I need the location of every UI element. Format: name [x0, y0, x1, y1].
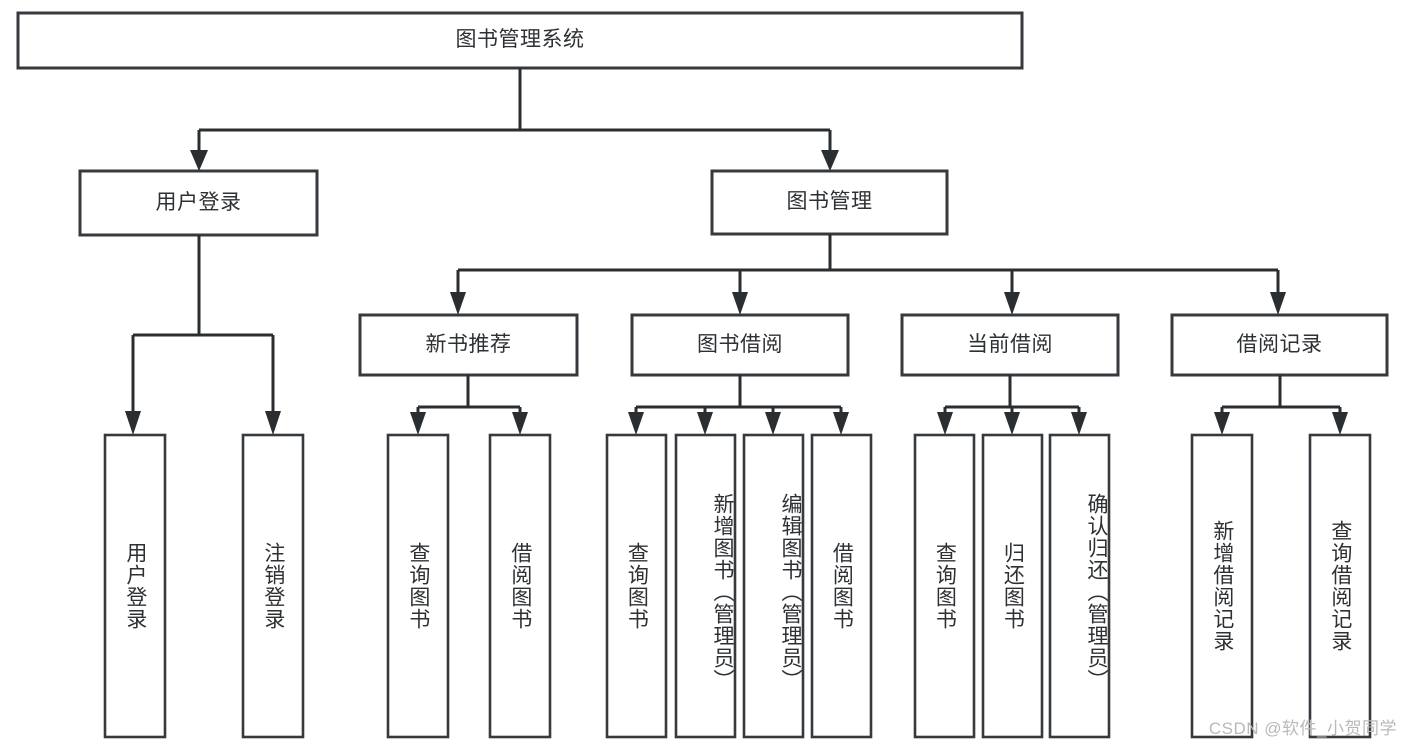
node-box-leaf-query-record[interactable] — [1308, 433, 1372, 739]
node-box-borrow-record[interactable] — [1170, 313, 1389, 377]
arrow-head-borrow-record — [1270, 292, 1286, 315]
connector-book-borrow-to-leaves — [628, 375, 849, 435]
node-box-leaf-query-book-3[interactable] — [913, 433, 976, 739]
connector-root-to-level1 — [190, 68, 839, 171]
arrow-head-current-borrow — [1004, 292, 1020, 315]
node-box-leaf-confirm-return[interactable] — [1048, 433, 1111, 739]
node-box-leaf-borrow-book-2[interactable] — [810, 433, 873, 739]
arrow-head-leaf-query-book-1 — [410, 412, 426, 435]
node-box-leaf-user-login[interactable] — [103, 433, 167, 739]
node-box-current-borrow[interactable] — [900, 313, 1120, 377]
arrow-head-leaf-borrow-book-1 — [512, 412, 528, 435]
connector-current-borrow-to-leaves — [937, 375, 1087, 435]
node-box-leaf-edit-book[interactable] — [742, 433, 805, 739]
arrow-head-new-book-recommend — [450, 292, 466, 315]
connector-book-manage-to-level2 — [450, 234, 1286, 315]
arrow-head-user-login — [190, 150, 208, 171]
watermark-text: CSDN @软件_小贺同学 — [1208, 719, 1397, 738]
node-box-root[interactable] — [16, 11, 1024, 70]
connector-user-login-to-leaves — [125, 235, 281, 435]
connector-borrow-record-to-leaves — [1214, 375, 1348, 435]
arrow-head-leaf-add-record — [1214, 412, 1230, 435]
arrow-head-leaf-return-book — [1004, 412, 1020, 435]
arrow-head-book-borrow — [732, 292, 748, 315]
connector-new-book-recommend-to-leaves — [410, 375, 528, 435]
node-box-leaf-add-record[interactable] — [1190, 433, 1254, 739]
node-box-leaf-add-book[interactable] — [674, 433, 737, 739]
node-box-book-manage[interactable] — [710, 169, 949, 236]
node-box-leaf-borrow-book-1[interactable] — [488, 433, 552, 739]
arrow-head-book-manage — [821, 150, 839, 171]
node-box-user-login[interactable] — [78, 169, 319, 237]
node-box-book-borrow[interactable] — [630, 313, 850, 377]
node-box-new-book-recommend[interactable] — [358, 313, 579, 377]
arrow-head-leaf-edit-book — [765, 412, 781, 435]
arrow-head-leaf-confirm-return — [1071, 412, 1087, 435]
node-box-leaf-query-book-2[interactable] — [605, 433, 668, 739]
node-box-leaf-logout[interactable] — [241, 433, 305, 739]
node-box-leaf-query-book-1[interactable] — [386, 433, 450, 739]
arrow-head-leaf-borrow-book-2 — [833, 412, 849, 435]
arrow-head-leaf-user-login — [125, 411, 141, 435]
arrow-head-leaf-query-book-3 — [937, 412, 953, 435]
arrow-head-leaf-query-record — [1332, 412, 1348, 435]
arrow-head-leaf-query-book-2 — [628, 412, 644, 435]
arrow-head-leaf-logout — [265, 411, 281, 435]
node-box-leaf-return-book[interactable] — [981, 433, 1044, 739]
arrow-head-leaf-add-book — [697, 412, 713, 435]
